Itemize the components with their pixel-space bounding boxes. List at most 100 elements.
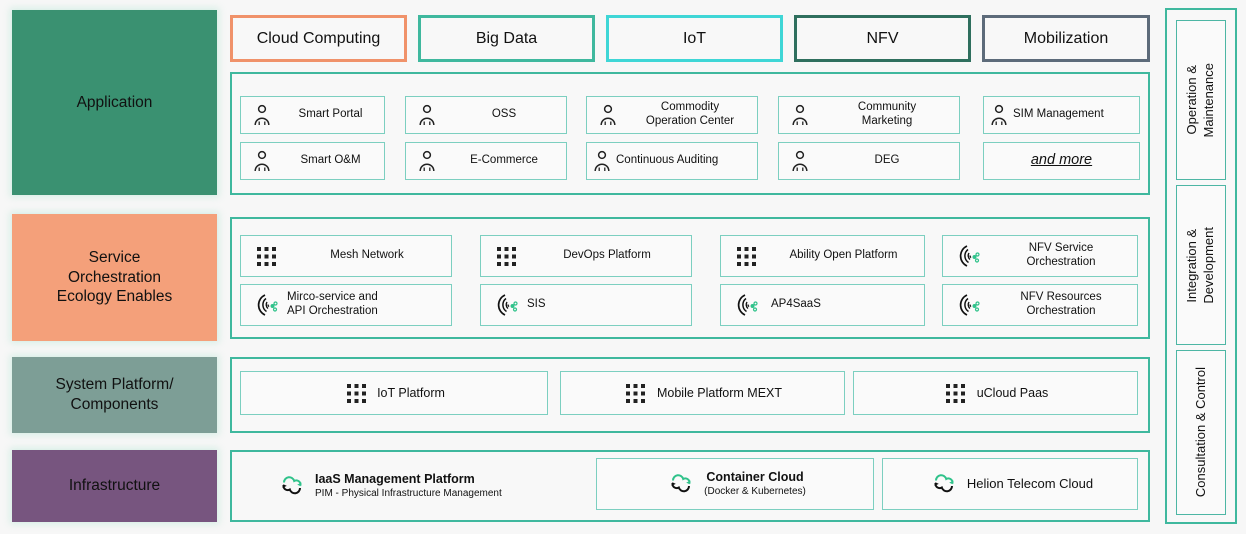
sys-item-iot-platform[interactable]: IoT Platform: [240, 371, 548, 415]
app-item-smart-om-label: Smart O&M: [300, 154, 361, 167]
app-item-and-more-label: and more: [1030, 152, 1093, 169]
layer-label-infrastructure: Infrastructure: [12, 450, 217, 522]
grid-icon: [623, 383, 649, 403]
person-icon: [785, 104, 815, 126]
nfvro-line-2: Orchestration: [1026, 305, 1096, 317]
app-item-deg[interactable]: DEG: [778, 142, 960, 180]
svc-item-ap4saas-label: AP4SaaS: [771, 298, 821, 311]
svc-item-mesh-network[interactable]: Mesh Network: [240, 235, 452, 277]
orchestration-icon: [729, 293, 763, 317]
inf-item-container-cloud-title: Container Cloud: [706, 469, 804, 484]
layer-label-service-text: Service Orchestration Ecology Enables: [57, 248, 172, 307]
app-item-commodity-operation-center[interactable]: Commodity Operation Center: [586, 96, 758, 134]
grid-icon: [489, 246, 523, 266]
rail-item-operation-maintenance-label: Operation & Maintenance: [1184, 63, 1218, 137]
svc-line-3: Ecology Enables: [56, 288, 173, 306]
app-item-and-more[interactable]: and more: [983, 142, 1140, 180]
rail-item-integration-development-label: Integration & Development: [1184, 227, 1218, 304]
inf-item-iaas-management-platform[interactable]: IaaS Management Platform PIM - Physical …: [275, 460, 595, 512]
app-item-commodity-operation-center-label: Commodity Operation Center: [623, 101, 757, 129]
coc-line-2: Operation Center: [645, 115, 735, 127]
app-item-sim-management[interactable]: SIM Management: [983, 96, 1140, 134]
svc-item-sis-label: SIS: [527, 298, 546, 311]
layer-label-application: Application: [12, 10, 217, 195]
orchestration-icon: [951, 244, 985, 268]
person-icon: [247, 150, 277, 172]
orchestration-icon: [489, 293, 523, 317]
orchestration-icon: [249, 293, 283, 317]
msapi-line-1: Mirco-service and: [287, 291, 378, 304]
inf-item-iaas-subtitle: PIM - Physical Infrastructure Management: [315, 487, 502, 499]
rail-om-line-2: Maintenance: [1201, 62, 1216, 138]
orchestration-icon: [951, 293, 985, 317]
rail-item-operation-maintenance[interactable]: Operation & Maintenance: [1176, 20, 1226, 180]
svc-item-ability-open-platform[interactable]: Ability Open Platform: [720, 235, 925, 277]
svc-item-nfv-resources-orchestration[interactable]: NFV Resources Orchestration: [942, 284, 1138, 326]
person-icon: [785, 150, 815, 172]
svc-item-microservice-api-orchestration-label: Mirco-service and API Orchestration: [283, 291, 451, 319]
rail-id-line-1: Integration &: [1184, 228, 1200, 302]
cloud-sync-icon: [927, 471, 961, 497]
grid-icon: [249, 246, 283, 266]
app-item-community-marketing-label: Community Marketing: [815, 101, 959, 129]
layer-label-service-orchestration: Service Orchestration Ecology Enables: [12, 214, 217, 341]
grid-icon: [943, 383, 969, 403]
layer-label-system-text: System Platform/ Components: [56, 375, 174, 415]
cm-line-1: Community: [857, 101, 917, 114]
sys-item-mobile-platform-mext[interactable]: Mobile Platform MEXT: [560, 371, 845, 415]
rail-item-consultation-control[interactable]: Consultation & Control: [1176, 350, 1226, 515]
inf-item-container-cloud[interactable]: Container Cloud (Docker & Kubernetes): [596, 458, 874, 510]
svc-item-nfv-service-orchestration[interactable]: NFV Service Orchestration: [942, 235, 1138, 277]
app-item-community-marketing[interactable]: Community Marketing: [778, 96, 960, 134]
sys-item-ucloud-paas-label: uCloud Paas: [976, 386, 1049, 400]
app-item-e-commerce[interactable]: E-Commerce: [405, 142, 567, 180]
layer-label-system-platform: System Platform/ Components: [12, 357, 217, 433]
msapi-line-2: API Orchestration: [287, 305, 378, 317]
tab-big-data[interactable]: Big Data: [418, 15, 595, 62]
svc-item-ap4saas[interactable]: AP4SaaS: [720, 284, 925, 326]
svc-item-mesh-network-label: Mesh Network: [330, 249, 404, 262]
inf-item-helion-title: Helion Telecom Cloud: [966, 475, 1094, 491]
sys-item-ucloud-paas[interactable]: uCloud Paas: [853, 371, 1138, 415]
inf-item-container-cloud-text: Container Cloud (Docker & Kubernetes): [704, 470, 806, 498]
app-item-sim-management-label: SIM Management: [1013, 108, 1104, 121]
layer-label-infrastructure-text: Infrastructure: [68, 477, 161, 495]
tab-cloud-computing-label: Cloud Computing: [256, 29, 381, 47]
person-icon: [987, 104, 1011, 126]
person-icon: [247, 104, 277, 126]
person-icon: [593, 104, 623, 126]
person-icon: [590, 150, 614, 172]
tab-mobilization[interactable]: Mobilization: [982, 15, 1150, 62]
app-item-e-commerce-label: E-Commerce: [470, 154, 538, 167]
layer-label-application-text: Application: [76, 93, 153, 111]
tab-cloud-computing[interactable]: Cloud Computing: [230, 15, 407, 62]
nfvso-line-2: Orchestration: [1026, 256, 1096, 268]
svc-item-devops-platform[interactable]: DevOps Platform: [480, 235, 692, 277]
grid-icon: [343, 383, 369, 403]
tab-iot-label: IoT: [682, 29, 707, 47]
sys-line-1: System Platform/: [55, 376, 174, 394]
inf-item-iaas-text: IaaS Management Platform PIM - Physical …: [315, 472, 502, 500]
svc-item-sis[interactable]: SIS: [480, 284, 692, 326]
svc-item-microservice-api-orchestration[interactable]: Mirco-service and API Orchestration: [240, 284, 452, 326]
rail-item-consultation-control-label: Consultation & Control: [1192, 367, 1208, 498]
app-item-deg-label: DEG: [874, 154, 900, 167]
tab-nfv[interactable]: NFV: [794, 15, 971, 62]
app-item-smart-portal[interactable]: Smart Portal: [240, 96, 385, 134]
nfvro-line-1: NFV Resources: [1020, 291, 1102, 304]
app-item-continuous-auditing-label: Continuous Auditing: [616, 154, 719, 167]
app-item-oss[interactable]: OSS: [405, 96, 567, 134]
app-item-smart-om[interactable]: Smart O&M: [240, 142, 385, 180]
tab-iot[interactable]: IoT: [606, 15, 783, 62]
inf-item-helion-telecom-cloud[interactable]: Helion Telecom Cloud: [882, 458, 1138, 510]
rail-om-line-1: Operation &: [1184, 65, 1200, 135]
rail-id-line-2: Development: [1201, 226, 1216, 304]
inf-item-iaas-title: IaaS Management Platform: [315, 471, 475, 486]
app-item-smart-portal-label: Smart Portal: [298, 108, 363, 121]
person-icon: [412, 104, 442, 126]
rail-item-integration-development[interactable]: Integration & Development: [1176, 185, 1226, 345]
app-item-continuous-auditing[interactable]: Continuous Auditing: [586, 142, 758, 180]
cloud-sync-icon: [664, 471, 698, 497]
app-item-oss-label: OSS: [491, 108, 517, 121]
inf-item-helion-text: Helion Telecom Cloud: [967, 476, 1093, 492]
